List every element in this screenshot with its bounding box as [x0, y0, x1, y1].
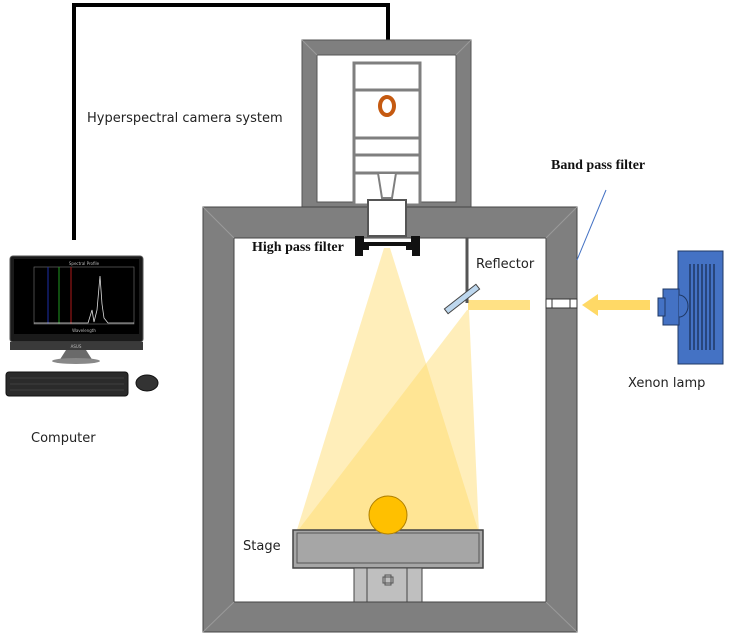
screen-title: Spectral Profile [69, 261, 100, 266]
reflector [443, 283, 481, 315]
band-pass-leader-line [576, 189, 607, 261]
label-xenon-lamp: Xenon lamp [628, 376, 705, 391]
camera-view-cone [296, 248, 479, 533]
label-stage: Stage [243, 539, 281, 554]
light-arrow-icon [582, 294, 650, 316]
xenon-lamp-icon [657, 250, 724, 365]
monitor-screen [14, 259, 139, 334]
screen-xlabel: Wavelength [72, 328, 96, 333]
label-band-pass-filter: Band pass filter [551, 158, 645, 173]
label-high-pass-filter: High pass filter [252, 240, 344, 255]
reflected-beam [296, 310, 479, 533]
computer-icon: Spectral Profile Wavelength ASUS [5, 255, 159, 397]
incoming-beam [468, 300, 530, 310]
sample [368, 495, 408, 535]
stage [292, 529, 484, 603]
spectral-curve [34, 275, 134, 324]
label-reflector: Reflector [476, 257, 535, 272]
camera-ring-icon [378, 95, 396, 117]
label-computer: Computer [31, 431, 96, 446]
hyperspectral-camera [352, 61, 422, 207]
monitor-brand: ASUS [71, 344, 82, 349]
label-camera-system: Hyperspectral camera system [87, 111, 283, 126]
data-cable [72, 3, 390, 240]
light-beams [296, 248, 530, 533]
lens-port [367, 199, 407, 237]
stage-knob-icon [382, 574, 394, 586]
high-pass-filter [355, 236, 420, 256]
band-pass-filter [545, 298, 578, 309]
mouse [135, 374, 159, 392]
